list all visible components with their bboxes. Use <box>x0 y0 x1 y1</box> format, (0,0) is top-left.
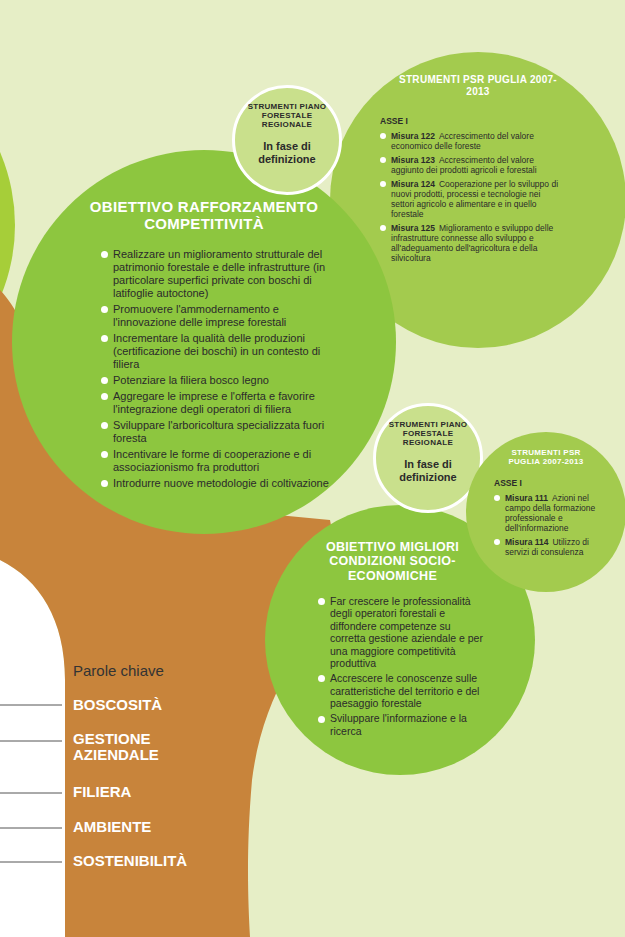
measure-item: Misura 111Azioni nel campo della formazi… <box>494 493 604 533</box>
bullet-item: Sviluppare l'arboricoltura specializzata… <box>100 419 336 445</box>
keyword: BOSCOSITÀ <box>73 696 233 714</box>
bullet-item: Far crescere le professionalità degli op… <box>317 595 483 669</box>
circle-title: STRUMENTI PSR PUGLIA 2007-2013 <box>388 74 568 97</box>
keyword: AMBIENTE <box>73 818 233 836</box>
measure-code: Misura 111 <box>505 493 548 503</box>
bullet-dot <box>494 495 500 501</box>
body-box: In fase di definizione <box>388 458 468 483</box>
bullet-dot <box>380 157 386 163</box>
bullet-item: Introdurre nuove metodologie di coltivaz… <box>100 477 336 490</box>
keyword: FILIERA <box>73 783 233 801</box>
measure-code: Misura 123 <box>391 155 435 165</box>
bullet-item: Sviluppare l'informazione e la ricerca <box>317 712 483 737</box>
bullet-dot <box>380 225 386 231</box>
leader-line <box>0 705 62 706</box>
measure-item: Misura 114Utilizzo di servizi di consule… <box>494 537 604 557</box>
status-text: In fase di definizione <box>388 458 468 483</box>
instrument-circle: STRUMENTI PSR PUGLIA 2007-2013ASSE I Misu… <box>466 432 625 592</box>
measure-item: Misura 123Accrescimento del valore aggiu… <box>380 155 560 175</box>
bullet-item: Promuovere l'ammodernamento e l'innovazi… <box>100 303 336 329</box>
measure-code: Misura 125 <box>391 223 435 233</box>
bullet-dot <box>494 539 500 545</box>
measure-code: Misura 114 <box>505 537 548 547</box>
bullet-dot <box>380 133 386 139</box>
bullet-item: Realizzare un miglioramento strutturale … <box>100 248 336 300</box>
measure-item: Misura 122Accrescimento del valore econo… <box>380 131 560 151</box>
title-box: OBIETTIVO RAFFORZAMENTO COMPETITIVITÀ <box>79 198 329 233</box>
bullet-item: Aggregare le imprese e l'offerta e favor… <box>100 390 336 416</box>
bullet-item: Incrementare la qualità delle produzioni… <box>100 332 336 371</box>
body-box: Realizzare un miglioramento strutturale … <box>100 248 336 492</box>
bullet-item: Potenziare la filiera bosco legno <box>100 374 336 387</box>
measure-code: Misura 122 <box>391 131 435 141</box>
bullet-item: Accrescere le conoscenze sulle caratteri… <box>317 672 483 709</box>
circle-title: STRUMENTI PIANO FORESTALE REGIONALE <box>386 420 470 448</box>
leader-line <box>0 828 62 829</box>
keyword: SOSTENIBILITÀ <box>73 852 233 870</box>
leader-line <box>0 793 62 794</box>
status-text: In fase di definizione <box>247 140 327 165</box>
leader-line <box>0 741 62 742</box>
circle-title: STRUMENTI PSR PUGLIA 2007-2013 <box>496 448 596 466</box>
measure-item: Misura 125Miglioramento e sviluppo delle… <box>380 223 560 263</box>
measure-item: Misura 124Cooperazione per lo sviluppo d… <box>380 179 560 219</box>
keywords-heading: Parole chiave <box>73 662 233 680</box>
body-box: Far crescere le professionalità degli op… <box>317 595 483 740</box>
keyword: GESTIONE AZIENDALE <box>73 731 183 763</box>
leader-line <box>0 862 62 863</box>
bullet-item: Incentivare le forme di cooperazione e d… <box>100 448 336 474</box>
title-box: STRUMENTI PSR PUGLIA 2007-2013 <box>496 448 596 466</box>
bullet-dot <box>380 181 386 187</box>
body-box: ASSE I Misura 111Azioni nel campo della f… <box>494 478 604 561</box>
title-box: STRUMENTI PIANO FORESTALE REGIONALE <box>245 102 329 130</box>
circle-title: OBIETTIVO MIGLIORI CONDIZIONI SOCIO-ECON… <box>310 540 475 583</box>
title-box: STRUMENTI PIANO FORESTALE REGIONALE <box>386 420 470 448</box>
circle-title: STRUMENTI PIANO FORESTALE REGIONALE <box>245 102 329 130</box>
objective-circle: OBIETTIVO RAFFORZAMENTO COMPETITIVITÀ Rea… <box>12 150 396 534</box>
axis-heading: ASSE I <box>380 116 560 126</box>
measure-code: Misura 124 <box>391 179 435 189</box>
axis-heading: ASSE I <box>494 478 604 488</box>
instrument-circle: STRUMENTI PIANO FORESTALE REGIONALE In fa… <box>232 85 342 195</box>
title-box: OBIETTIVO MIGLIORI CONDIZIONI SOCIO-ECON… <box>310 540 475 583</box>
body-box: ASSE I Misura 122Accrescimento del valore… <box>380 116 560 267</box>
body-box: In fase di definizione <box>247 140 327 165</box>
circle-title: OBIETTIVO RAFFORZAMENTO COMPETITIVITÀ <box>79 198 329 233</box>
title-box: STRUMENTI PSR PUGLIA 2007-2013 <box>388 74 568 97</box>
